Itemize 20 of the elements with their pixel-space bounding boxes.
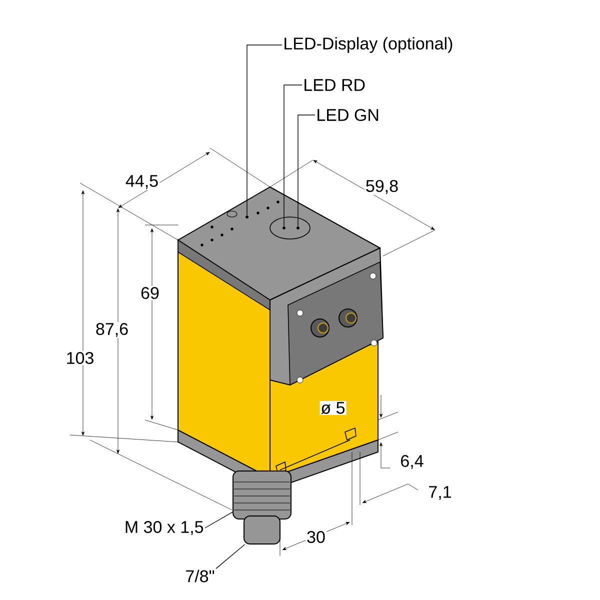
dimension-label: 44,5 — [124, 174, 160, 190]
leader-line — [298, 114, 316, 227]
leader-line — [204, 512, 233, 528]
callout-text: LED RD — [304, 79, 365, 91]
callout-text: 7/8" — [186, 570, 214, 582]
dimension-label: 59,8 — [364, 178, 400, 196]
dimension-label: 87,6 — [94, 322, 130, 338]
leader-line — [284, 84, 302, 227]
callout-text: LED-Display (optional) — [284, 37, 452, 53]
dimension-label: 69 — [140, 286, 160, 300]
dimension-label: ø 5 — [320, 401, 346, 415]
callout-text: LED GN — [318, 108, 378, 122]
leader-line — [216, 544, 246, 569]
dimension-label: 7,1 — [427, 485, 453, 501]
callout-text: M 30 x 1,5 — [126, 520, 204, 536]
thread — [232, 470, 292, 520]
dimension-label: 103 — [64, 350, 96, 366]
thread — [244, 516, 280, 544]
dimension-label: 6,4 — [399, 454, 425, 470]
dimension-label: 30 — [306, 530, 326, 544]
